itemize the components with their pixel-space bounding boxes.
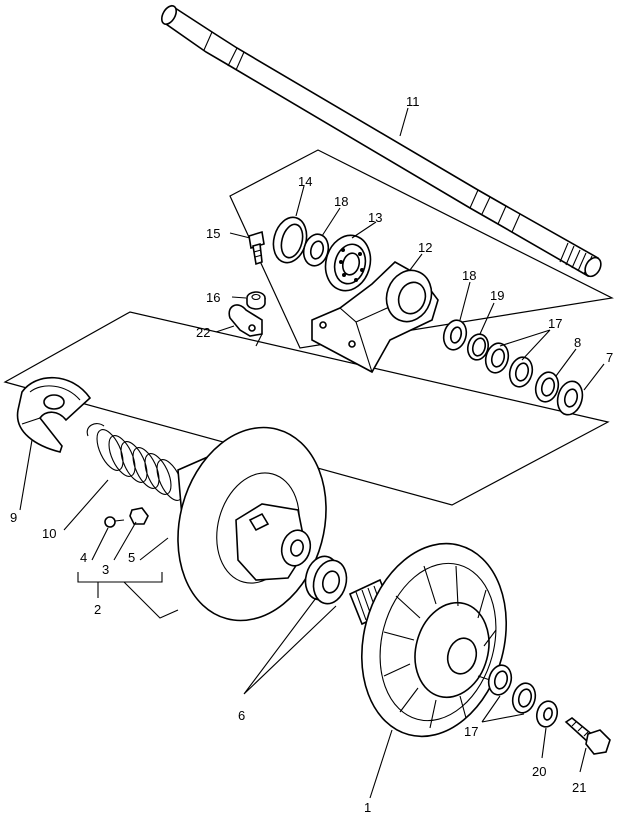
callout-19: 19 bbox=[490, 288, 504, 303]
callout-12: 12 bbox=[418, 240, 432, 255]
callout-18-right: 18 bbox=[462, 268, 476, 283]
callout-8: 8 bbox=[574, 335, 581, 350]
bearing-housing-12 bbox=[311, 261, 439, 374]
clamp-22 bbox=[228, 304, 263, 347]
bolt-21 bbox=[564, 717, 611, 755]
callout-4: 4 bbox=[80, 550, 87, 565]
leader-lines bbox=[19, 107, 605, 799]
callout-3: 3 bbox=[102, 562, 109, 577]
callout-17-upper: 17 bbox=[548, 316, 562, 331]
washer-20 bbox=[535, 700, 559, 728]
callout-17-lower: 17 bbox=[464, 724, 478, 739]
callout-9: 9 bbox=[10, 510, 17, 525]
callout-22: 22 bbox=[196, 325, 210, 340]
callout-10: 10 bbox=[42, 526, 56, 541]
callout-1: 1 bbox=[364, 800, 371, 815]
shaft-11 bbox=[160, 4, 602, 278]
cam-9 bbox=[16, 376, 92, 453]
callout-16: 16 bbox=[206, 290, 220, 305]
callout-11: 11 bbox=[406, 94, 420, 109]
spring-10 bbox=[86, 423, 184, 501]
nut-16 bbox=[246, 291, 266, 310]
callout-20: 20 bbox=[532, 764, 546, 779]
callout-7: 7 bbox=[606, 350, 613, 365]
callout-21: 21 bbox=[572, 780, 586, 795]
callout-labels: 11 14 18 13 15 12 18 16 19 22 17 8 7 9 1… bbox=[10, 94, 613, 815]
callout-2: 2 bbox=[94, 602, 101, 617]
callout-5: 5 bbox=[128, 550, 135, 565]
spacer-17-upper bbox=[484, 342, 534, 388]
movable-sheave bbox=[177, 426, 327, 622]
circlip-19 bbox=[466, 333, 490, 361]
bolt-15 bbox=[248, 230, 265, 266]
fixed-sheave-1 bbox=[348, 542, 508, 738]
callout-6: 6 bbox=[238, 708, 245, 723]
screw-4 bbox=[104, 516, 125, 528]
washer-18-right bbox=[442, 319, 468, 351]
nut-3 bbox=[129, 507, 149, 525]
circlip-8 bbox=[534, 371, 560, 403]
spacer-17-lower bbox=[487, 664, 537, 714]
washer-7 bbox=[556, 380, 584, 416]
upper-assembly-frame bbox=[229, 149, 614, 349]
callout-14: 14 bbox=[298, 174, 312, 189]
bushing-6 bbox=[304, 555, 348, 605]
callout-13: 13 bbox=[368, 210, 382, 225]
callout-18-upper: 18 bbox=[334, 194, 348, 209]
callout-15: 15 bbox=[206, 226, 220, 241]
bearing-13 bbox=[324, 234, 372, 292]
